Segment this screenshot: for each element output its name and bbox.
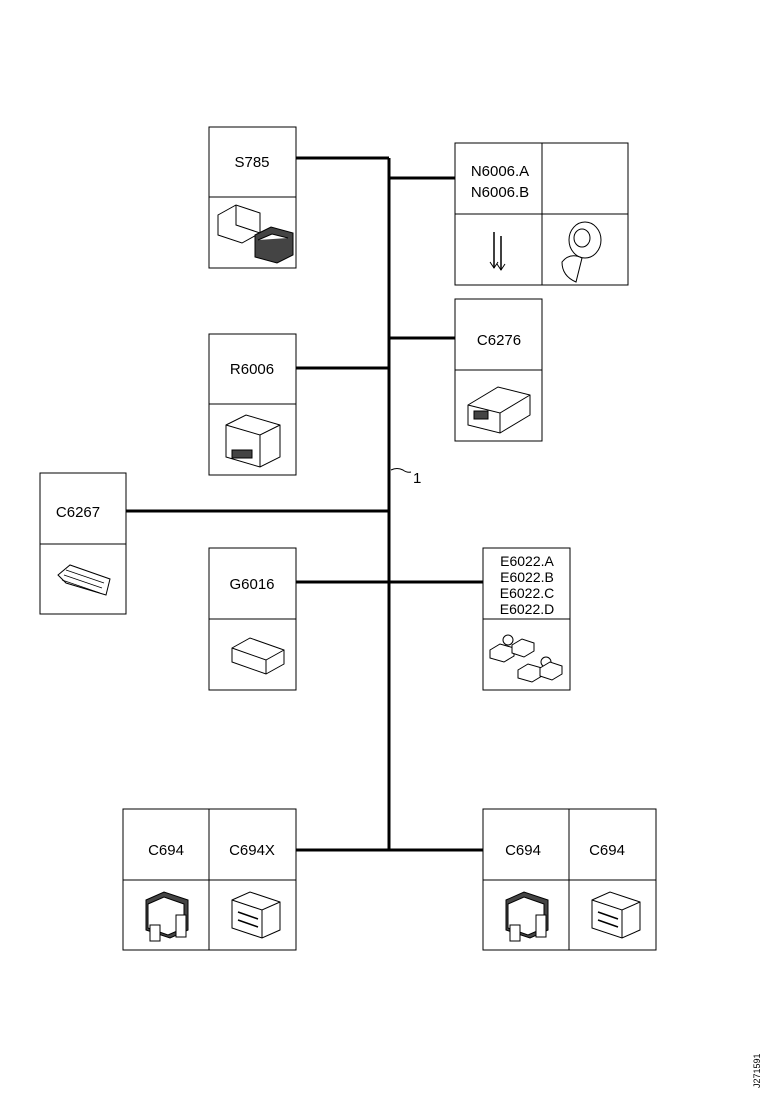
- component-label: S785: [234, 154, 269, 171]
- component-label-a: N6006.A: [471, 163, 529, 180]
- multi-pin-connector-icon: [591, 891, 641, 939]
- component-label-c694: C694: [148, 842, 184, 859]
- component-label-d: E6022.D: [500, 601, 554, 617]
- component-label: C6267: [56, 504, 100, 521]
- figure-id: J271591: [752, 1053, 762, 1088]
- component-label-b: N6006.B: [471, 184, 529, 201]
- flat-connector-icon: [57, 564, 111, 596]
- connector-icon: [231, 637, 285, 675]
- component-c6267: C6267: [39, 472, 127, 615]
- component-n6006: N6006.A N6006.B: [454, 142, 629, 286]
- component-r6006: R6006: [208, 333, 297, 476]
- bulb-connectors-icon: [489, 634, 563, 683]
- component-label-a: E6022.A: [500, 553, 554, 569]
- multi-pin-connector-icon: [505, 891, 549, 942]
- bus-label: 1: [413, 470, 421, 487]
- component-label-c694-b: C694: [589, 842, 625, 859]
- component-c6276: C6276: [454, 298, 543, 442]
- component-label: R6006: [230, 361, 274, 378]
- connector-icon: [467, 386, 531, 434]
- component-c694-right-group: C694 C694: [482, 808, 657, 951]
- component-c694-left-group: C694 C694X: [122, 808, 297, 951]
- component-label-c694-a: C694: [505, 842, 541, 859]
- component-label-c694x: C694X: [229, 842, 275, 859]
- component-s785: S785: [208, 126, 297, 269]
- component-label-b: E6022.B: [500, 569, 554, 585]
- component-label-c: E6022.C: [500, 585, 554, 601]
- pin-terminal-icon: [489, 232, 506, 271]
- connector-icon: [225, 414, 281, 468]
- component-e6022: E6022.A E6022.B E6022.C E6022.D: [482, 547, 571, 691]
- switch-connector-icon: [217, 204, 294, 264]
- multi-pin-connector-icon: [145, 891, 189, 942]
- component-label: C6276: [477, 332, 521, 349]
- speaker-icon: [561, 221, 602, 283]
- multi-pin-connector-icon: [231, 891, 281, 939]
- component-g6016: G6016: [208, 547, 297, 691]
- component-label: G6016: [229, 576, 274, 593]
- bus-label-leader: [390, 468, 412, 473]
